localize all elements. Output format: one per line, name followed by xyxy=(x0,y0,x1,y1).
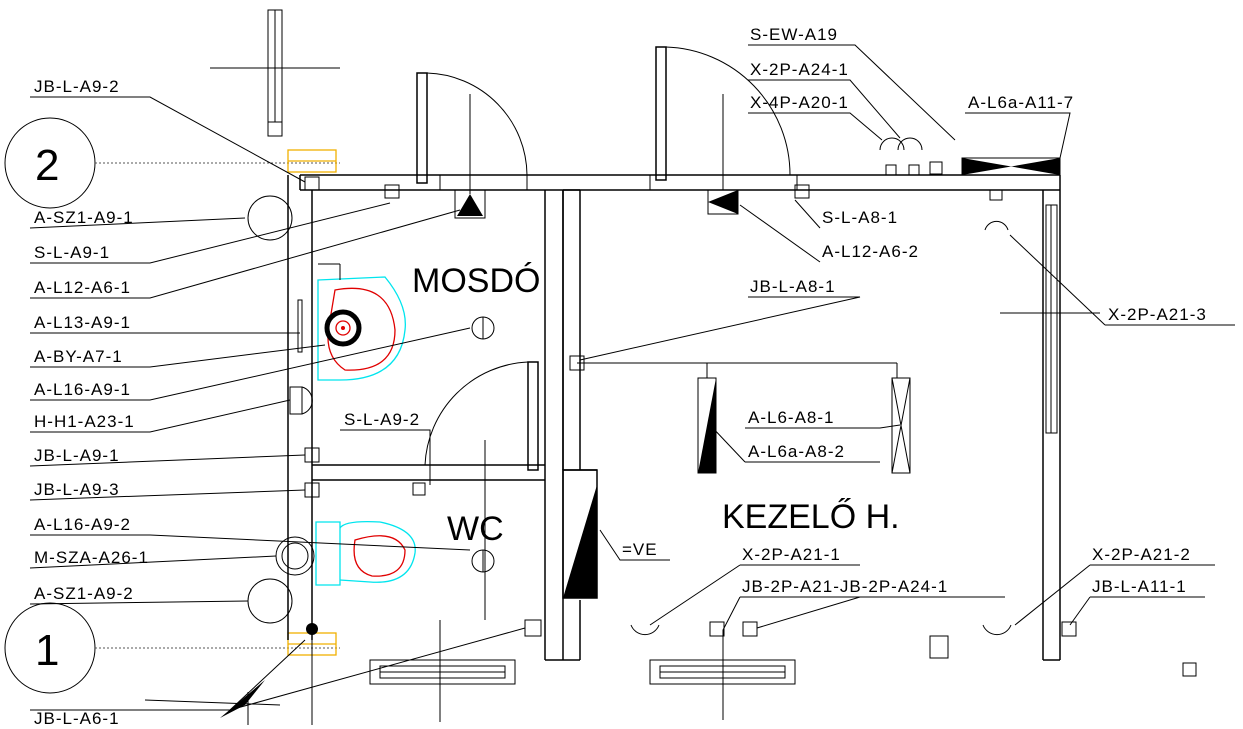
tag-x-2p-a24-1: X-2P-A24-1 xyxy=(750,60,849,79)
box-bottom-right xyxy=(1182,662,1197,677)
tag-s-ew-a19: S-EW-A19 xyxy=(750,25,838,44)
outlet-arc-a21-3 xyxy=(984,221,1009,231)
lamp-a-l6a-a8-2 xyxy=(697,363,717,474)
light-a-l16-a9-1 xyxy=(471,316,495,340)
door-wc xyxy=(424,361,539,471)
tag-a-by-a7-1: A-BY-A7-1 xyxy=(34,347,123,366)
radiator-left xyxy=(369,659,516,685)
switch-a8-1 xyxy=(794,184,810,199)
tag-s-l-a9-2: S-L-A9-2 xyxy=(344,410,420,429)
toilet xyxy=(315,520,416,586)
tag-jb-l-a11-1: JB-L-A11-1 xyxy=(1092,577,1187,596)
axis-marker-2: 2 xyxy=(4,117,340,209)
tag-a-l16-a9-1: A-L16-A9-1 xyxy=(34,380,131,399)
window-top-left xyxy=(210,9,340,137)
device-sz1-a9-2 xyxy=(247,578,293,624)
column-marker-top xyxy=(287,149,337,173)
tag-x-2p-a21-2: X-2P-A21-2 xyxy=(1092,545,1191,564)
tag-jb-2p-a21-jb-2p-a24-1: JB-2P-A21-JB-2P-A24-1 xyxy=(742,577,948,596)
axis-label-2: 2 xyxy=(35,141,59,190)
tag-a-l6a-a8-2: A-L6a-A8-2 xyxy=(748,442,845,461)
luminaire-a-l12-a6-2 xyxy=(707,94,739,215)
tag-a-l6a-a11-7: A-L6a-A11-7 xyxy=(968,93,1074,112)
leaders xyxy=(29,44,1235,725)
tag-a-sz1-a9-2: A-SZ1-A9-2 xyxy=(34,584,134,603)
column-small xyxy=(929,635,949,659)
room-name-kezelo: KEZELŐ H. xyxy=(722,498,900,536)
tag-a-l6-a8-1: A-L6-A8-1 xyxy=(748,408,834,427)
jb-a11-1 xyxy=(1061,621,1077,637)
tag-x-2p-a21-3: X-2P-A21-3 xyxy=(1108,305,1207,324)
jb-a9-2 xyxy=(304,176,320,191)
jb-box-mosdo xyxy=(384,184,400,199)
tag-s-l-a8-1: S-L-A8-1 xyxy=(822,208,898,227)
hand-dryer xyxy=(289,386,313,415)
jb-a6-1 xyxy=(524,619,542,637)
tag-jb-l-a9-3: JB-L-A9-3 xyxy=(34,480,120,499)
washbasin xyxy=(297,263,406,381)
device-sz1-a9-1 xyxy=(247,195,293,241)
axis-label-1: 1 xyxy=(35,626,59,675)
top-right-unit xyxy=(961,157,1061,176)
tag-a-l12-a6-2: A-L12-A6-2 xyxy=(822,242,919,261)
lamp-a-l6-a8-1 xyxy=(891,363,911,474)
tag-jb-l-a9-1: JB-L-A9-1 xyxy=(34,446,120,465)
tag-m-sza-a26-1: M-SZA-A26-1 xyxy=(34,548,149,567)
outlet-a21-3 xyxy=(989,189,1003,201)
tag-x-2p-a21-1: X-2P-A21-1 xyxy=(742,545,841,564)
jb-2p-a24 xyxy=(742,621,758,637)
tag-jb-l-a6-1: JB-L-A6-1 xyxy=(34,709,120,728)
outlet-cluster-top xyxy=(879,137,943,176)
tag-a-sz1-a9-1: A-SZ1-A9-1 xyxy=(34,208,134,227)
room-name-mosdo: MOSDÓ xyxy=(412,262,540,300)
outlet-a21-1 xyxy=(630,624,660,636)
tag-s-l-a9-1: S-L-A9-1 xyxy=(34,243,110,262)
riser-dot xyxy=(306,623,318,635)
door-mosdo xyxy=(416,72,528,190)
jb-a8-1 xyxy=(569,355,585,371)
tag-h-h1-a23-1: H-H1-A23-1 xyxy=(34,412,135,431)
tag-ve: =VE xyxy=(622,540,658,559)
outlet-a21-2 xyxy=(982,624,1012,636)
tag-a-l16-a9-2: A-L16-A9-2 xyxy=(34,515,131,534)
axis-marker-1: 1 xyxy=(4,602,340,694)
tag-x-4p-a20-1: X-4P-A20-1 xyxy=(750,93,849,112)
room-name-wc: WC xyxy=(447,510,504,548)
tag-jb-l-a8-1: JB-L-A8-1 xyxy=(750,277,836,296)
vent-box xyxy=(562,469,598,599)
tag-a-l13-a9-1: A-L13-A9-1 xyxy=(34,313,131,332)
tag-jb-l-a9-2: JB-L-A9-2 xyxy=(34,77,120,96)
light-a-l16-a9-2 xyxy=(471,440,495,620)
jb-2p xyxy=(709,621,725,637)
switch-a9-2 xyxy=(412,482,426,496)
tag-a-l12-a6-1: A-L12-A6-1 xyxy=(34,278,131,297)
door-kezelo xyxy=(649,46,798,190)
luminaire-a-l12-a6-1 xyxy=(454,94,486,219)
walls xyxy=(287,174,1061,725)
